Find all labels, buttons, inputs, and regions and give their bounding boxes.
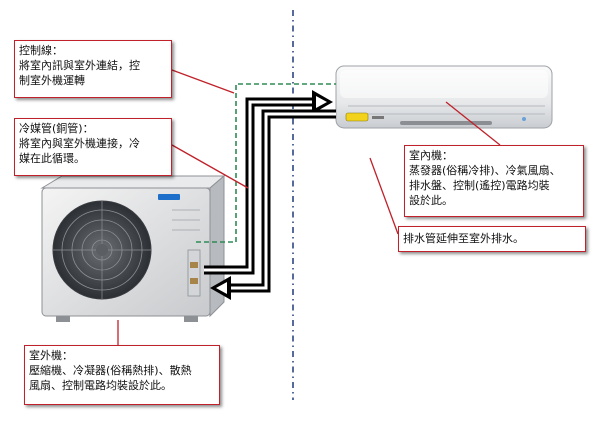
outdoor-unit-image [40, 174, 226, 322]
indoor-unit-title: 室內機： [409, 149, 453, 162]
indoor-unit-callout: 室內機： 蒸發器(俗稱冷排)、冷氣風扇、 排水盤、控制(遙控)電路均裝 設於此。 [404, 145, 584, 217]
outdoor-unit-callout: 室外機： 壓縮機、冷凝器(俗稱熱排)、散熱 風扇、控制電路均裝設於此。 [24, 345, 220, 405]
refrigerant-pipe-title: 冷媒管(銅管)： [19, 122, 94, 135]
control-wire-leader [171, 69, 235, 94]
refrigerant-pipe-body: 將室內與室外機連接，冷 媒在此循環。 [19, 137, 140, 165]
refrigerant-leader [171, 144, 249, 189]
control-wire-title: 控制線： [19, 44, 63, 57]
refrigerant-pipe [204, 90, 336, 300]
indoor-unit-leader [445, 101, 501, 146]
outdoor-unit-title: 室外機： [29, 349, 73, 362]
drain-pipe-body: 排水管延伸至室外排水。 [403, 232, 524, 245]
outdoor-unit-body: 壓縮機、冷凝器(俗稱熱排)、散熱 風扇、控制電路均裝設於此。 [29, 364, 192, 392]
control-wire-callout: 控制線： 將室內訊與室外連結，控 制室外機運轉 [14, 40, 172, 98]
refrigerant-pipe-callout: 冷媒管(銅管)： 將室內與室外機連接，冷 媒在此循環。 [14, 118, 172, 176]
indoor-unit-body: 蒸發器(俗稱冷排)、冷氣風扇、 排水盤、控制(遙控)電路均裝 設於此。 [409, 164, 561, 207]
drain-pipe-leader [369, 157, 399, 235]
drain-pipe-callout: 排水管延伸至室外排水。 [398, 226, 586, 252]
control-wire-line [196, 83, 336, 243]
control-wire-body: 將室內訊與室外連結，控 制室外機運轉 [19, 59, 140, 87]
